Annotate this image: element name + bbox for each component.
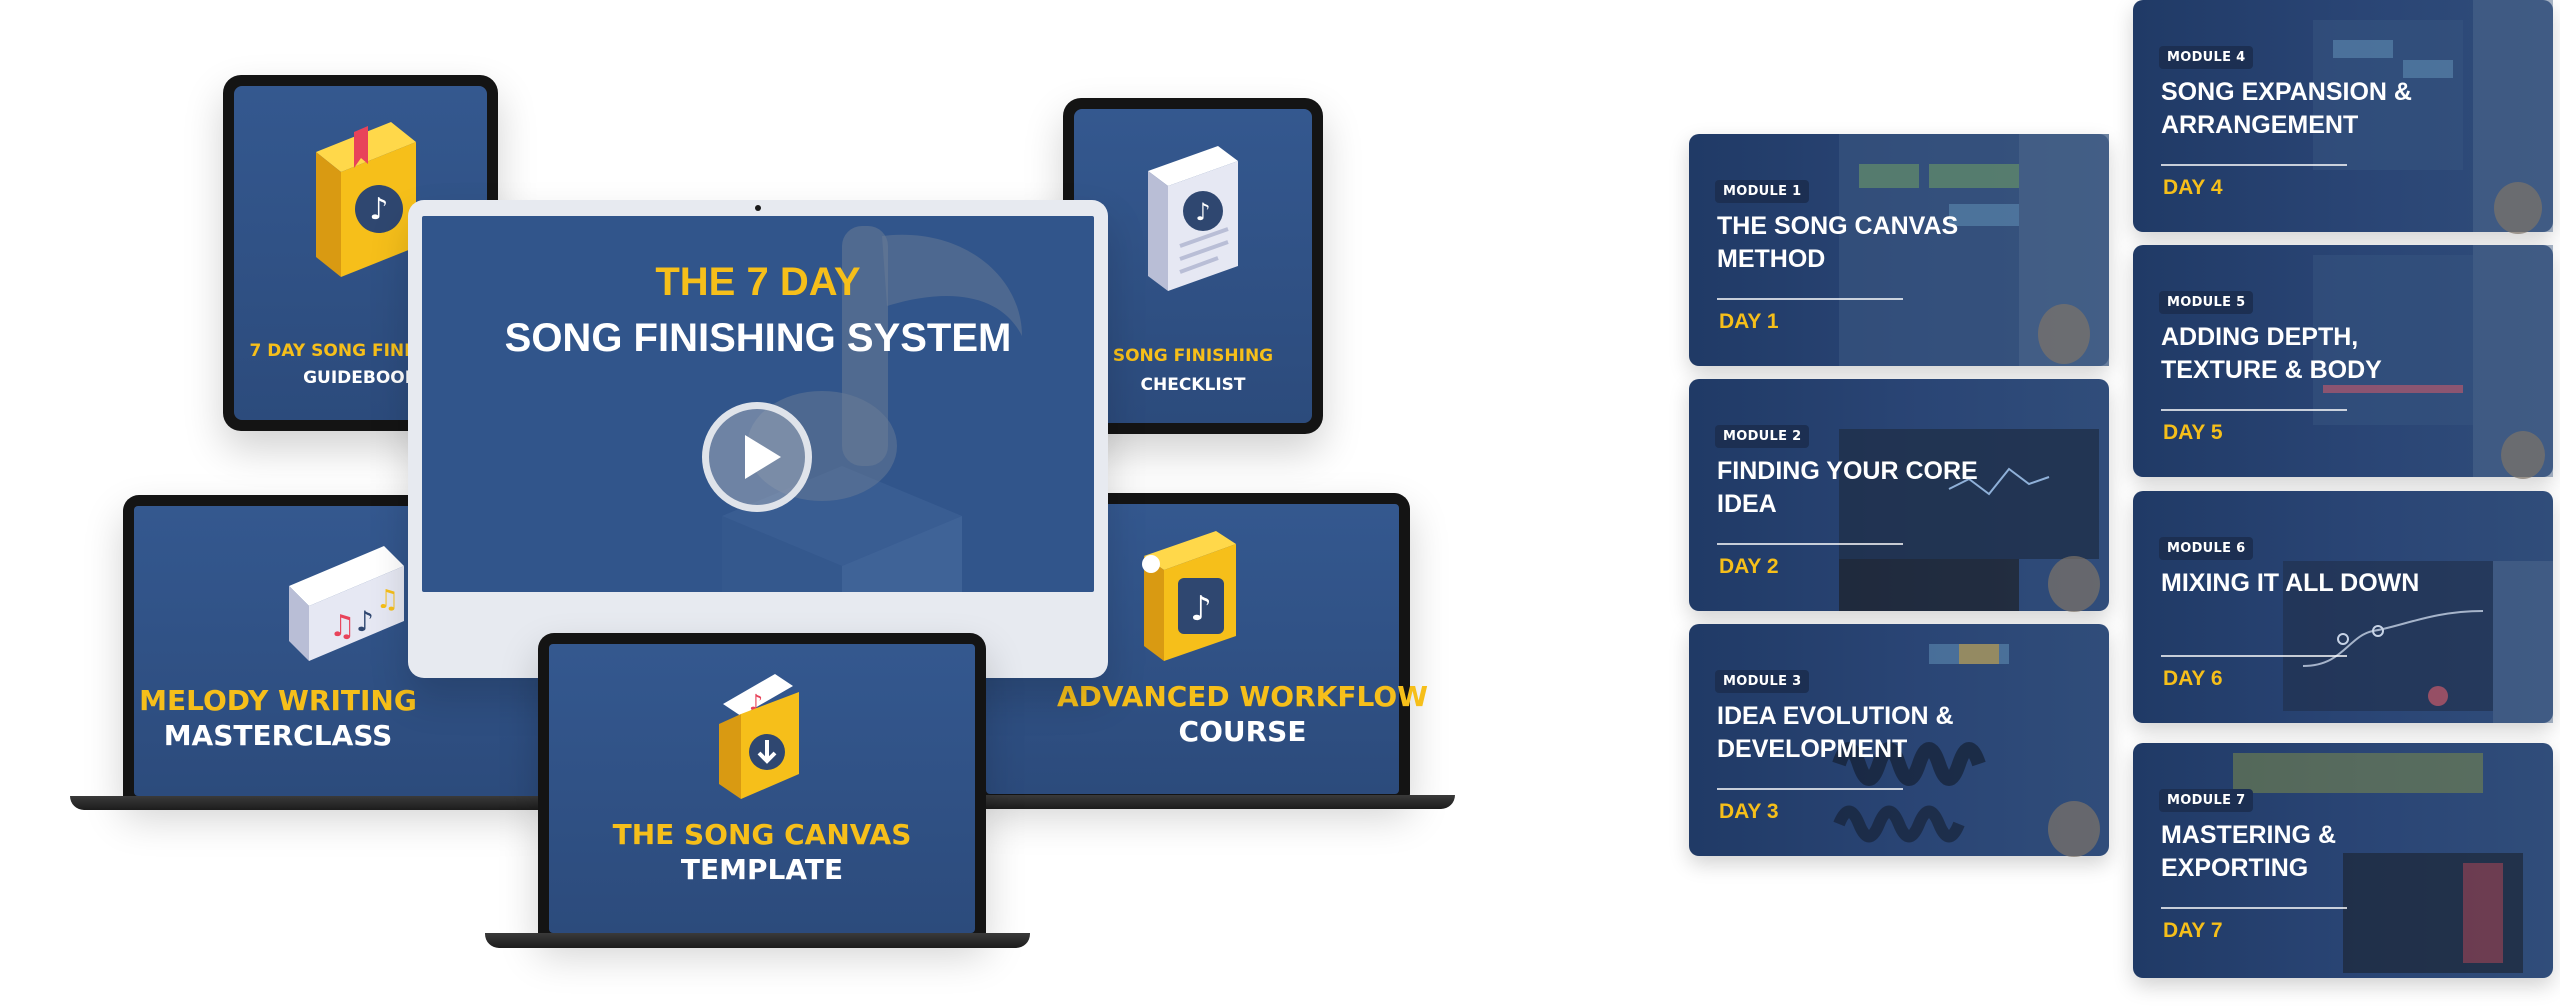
module-tag: MODULE 3	[1715, 670, 1810, 693]
divider	[2161, 409, 2347, 411]
module-card-4[interactable]: MODULE 4 SONG EXPANSION & ARRANGEMENT DA…	[2133, 0, 2553, 234]
main-screen[interactable]: THE 7 DAY SONG FINISHING SYSTEM	[422, 216, 1094, 592]
checklist-tablet: ♪ SONG FINISHING CHECKLIST	[1063, 98, 1323, 434]
divider	[2161, 655, 2347, 657]
workflow-subtitle: COURSE	[1178, 714, 1307, 748]
template-subtitle: TEMPLATE	[680, 852, 844, 886]
download-folder-icon: ♪	[719, 674, 799, 799]
module-title: THE SONG CANVAS METHOD	[1717, 212, 1959, 273]
module-card-2[interactable]: MODULE 2 FINDING YOUR CORE IDEA DAY 2	[1689, 379, 2109, 612]
divider	[1717, 543, 1903, 545]
module-day: DAY 2	[1719, 555, 1779, 578]
template-laptop: ♪ THE SONG CANVAS TEMPLATE	[538, 633, 986, 937]
book-icon: ♪	[316, 122, 416, 277]
module-day: DAY 4	[2163, 176, 2223, 199]
document-icon: ♪	[1148, 146, 1238, 291]
daw-screenshot-bg	[1832, 644, 2100, 857]
melody-title: MELODY WRITING	[139, 684, 417, 717]
module-title: FINDING YOUR CORE IDEA	[1717, 457, 1978, 518]
module-day: DAY 5	[2163, 421, 2223, 444]
module-card-3[interactable]: MODULE 3 IDEA EVOLUTION & DEVELOPMENT DA…	[1689, 624, 2109, 857]
module-tag: MODULE 2	[1715, 425, 1810, 448]
divider	[2161, 907, 2347, 909]
svg-text:♪: ♪	[356, 605, 374, 638]
checklist-screen: ♪ SONG FINISHING CHECKLIST	[1074, 109, 1312, 423]
module-card-1[interactable]: MODULE 1 THE SONG CANVAS METHOD DAY 1	[1689, 134, 2109, 366]
music-note-watermark	[722, 226, 1022, 592]
module-day: DAY 1	[1719, 310, 1779, 333]
module-card-7[interactable]: MODULE 7 MASTERING & EXPORTING DAY 7	[2133, 743, 2553, 978]
svg-text:♪: ♪	[1190, 589, 1212, 629]
daw-screenshot-bg	[2283, 561, 2553, 723]
daw-screenshot-bg	[2313, 0, 2553, 234]
module-day: DAY 7	[2163, 919, 2223, 942]
camera-dot	[755, 205, 761, 211]
daw-screenshot-bg	[2233, 753, 2523, 973]
divider	[1717, 788, 1903, 790]
module-day: DAY 3	[1719, 800, 1779, 823]
svg-text:♫: ♫	[376, 585, 399, 615]
divider	[2161, 164, 2347, 166]
module-card-5[interactable]: MODULE 5 ADDING DEPTH, TEXTURE & BODY DA…	[2133, 245, 2553, 479]
template-title: THE SONG CANVAS	[612, 818, 912, 851]
music-sheet-icon: ♫ ♪ ♫	[289, 546, 404, 661]
music-album-icon: ♪	[1142, 531, 1236, 661]
checklist-subtitle: CHECKLIST	[1140, 374, 1246, 395]
workflow-laptop-base	[940, 795, 1455, 809]
module-title: IDEA EVOLUTION & DEVELOPMENT	[1717, 702, 1954, 763]
module-day: DAY 6	[2163, 667, 2223, 690]
daw-screenshot-bg	[1839, 134, 2109, 366]
main-subtitle: SONG FINISHING SYSTEM	[504, 316, 1012, 360]
template-laptop-base	[485, 933, 1030, 948]
module-title: MIXING IT ALL DOWN	[2161, 569, 2420, 597]
module-card-6[interactable]: MODULE 6 MIXING IT ALL DOWN DAY 6	[2133, 491, 2553, 723]
svg-text:♪: ♪	[369, 192, 388, 227]
template-screen: ♪ THE SONG CANVAS TEMPLATE	[549, 644, 975, 933]
module-title: MASTERING & EXPORTING	[2161, 821, 2336, 882]
main-title: THE 7 DAY	[655, 260, 861, 304]
workflow-title: ADVANCED WORKFLOW	[1056, 680, 1429, 713]
daw-screenshot-bg	[2313, 245, 2553, 479]
play-button[interactable]	[702, 402, 812, 512]
svg-text:♫: ♫	[329, 609, 356, 644]
play-icon	[745, 435, 781, 479]
melody-subtitle: MASTERCLASS	[163, 718, 393, 752]
module-tag: MODULE 4	[2159, 46, 2254, 69]
main-monitor: THE 7 DAY SONG FINISHING SYSTEM	[408, 200, 1108, 678]
module-tag: MODULE 5	[2159, 291, 2254, 314]
guidebook-subtitle: GUIDEBOOK	[303, 367, 418, 388]
melody-laptop-base	[70, 796, 610, 810]
daw-screenshot-bg	[1839, 429, 2100, 612]
module-title: ADDING DEPTH, TEXTURE & BODY	[2161, 323, 2382, 384]
svg-text:♪: ♪	[1195, 198, 1210, 226]
divider	[1717, 298, 1903, 300]
module-title: SONG EXPANSION & ARRANGEMENT	[2161, 78, 2412, 139]
module-tag: MODULE 1	[1715, 180, 1810, 203]
checklist-title: SONG FINISHING	[1112, 346, 1274, 366]
module-tag: MODULE 6	[2159, 537, 2254, 560]
module-tag: MODULE 7	[2159, 789, 2254, 812]
